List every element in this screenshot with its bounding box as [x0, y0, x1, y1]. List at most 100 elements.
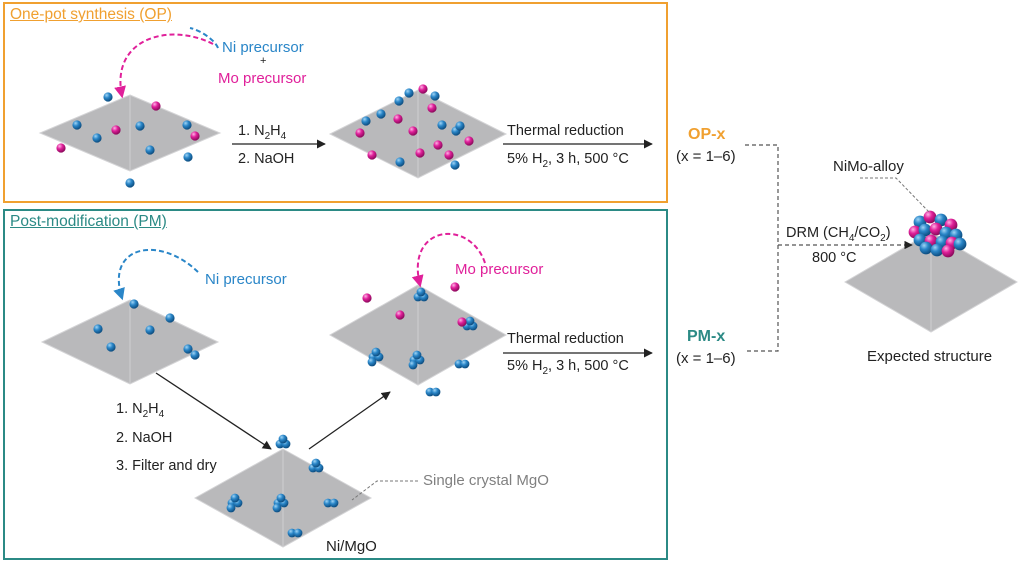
ni-particle [437, 120, 447, 130]
op-plus-sign: + [260, 55, 267, 67]
expected-structure-label: Expected structure [867, 348, 993, 365]
op-ni-precursor-label: Ni precursor [222, 39, 304, 56]
pm-mo-precursor-curved-arrow [411, 232, 486, 288]
pm-thermal-conditions: 5% H2, 3 h, 500 °C [507, 358, 629, 377]
ni-particle [395, 157, 405, 167]
single-crystal-leader [351, 480, 418, 501]
ni-particle [404, 88, 414, 98]
ni-particle [72, 120, 82, 130]
ni-particle [430, 91, 440, 101]
op-panel-title: One-pot synthesis (OP) [10, 6, 172, 23]
mo-particle [362, 293, 372, 303]
single-crystal-label: Single crystal MgO [423, 472, 549, 489]
ni-cluster-particle [412, 350, 422, 360]
ni-particle [376, 109, 386, 119]
pm-step1-label: 1. N2H4 [116, 401, 165, 420]
op-thermal-title: Thermal reduction [507, 123, 624, 139]
ni-cluster-particle [311, 458, 321, 468]
pm-step2-label: 2. NaOH [116, 430, 172, 446]
pm-down-arrow [155, 372, 272, 450]
mo-particle [427, 103, 437, 113]
ni-particle [455, 121, 465, 131]
pm-thermal-title: Thermal reduction [507, 331, 624, 347]
ni-cluster-particle [230, 493, 240, 503]
mo-particle [464, 136, 474, 146]
ni-particle [182, 120, 192, 130]
ni-cluster-particle [293, 528, 303, 538]
pm-mo-precursor-label: Mo precursor [455, 261, 544, 278]
nimo-alloy-particle [953, 237, 967, 251]
ni-particle [183, 152, 193, 162]
ni-particle [106, 342, 116, 352]
mo-particle [367, 150, 377, 160]
op-step1-label: 1. N2H4 [238, 123, 287, 142]
ni-particle [129, 299, 139, 309]
mo-particle [395, 310, 405, 320]
ni-particle [190, 350, 200, 360]
ni-cluster-particle [371, 347, 381, 357]
mo-particle [355, 128, 365, 138]
mo-particle [408, 126, 418, 136]
ni-cluster-particle [416, 287, 426, 297]
nimo-alloy-particle [919, 241, 933, 255]
ni-particle [93, 324, 103, 334]
ni-particle [145, 145, 155, 155]
op-panel-frame [3, 2, 668, 203]
ni-particle [145, 325, 155, 335]
op-thermal-conditions: 5% H2, 3 h, 500 °C [507, 151, 629, 170]
ni-particle [361, 116, 371, 126]
mo-particle [393, 114, 403, 124]
op-mo-precursor-label: Mo precursor [218, 70, 307, 87]
ni-particle [103, 92, 113, 102]
ni-particle [394, 96, 404, 106]
ni-particle [165, 313, 175, 323]
op-x-label: OP-x [688, 126, 726, 143]
ni-cluster-particle [329, 498, 339, 508]
ni-cluster-particle [272, 503, 282, 513]
pm-x-range: (x = 1–6) [676, 350, 736, 367]
mo-particle [415, 148, 425, 158]
ni-particle [92, 133, 102, 143]
mo-particle [56, 143, 66, 153]
drm-temperature: 800 °C [812, 250, 857, 266]
merge-bracket [745, 144, 779, 352]
pm-panel-title: Post-modification (PM) [10, 213, 167, 230]
op-precursor-curved-arrow-tail [189, 27, 219, 49]
drm-label: DRM (CH4/CO2) [786, 225, 891, 244]
nimo-alloy-label: NiMo-alloy [833, 158, 904, 175]
op-step2-label: 2. NaOH [238, 151, 294, 167]
pm-panel-frame [3, 209, 668, 560]
ni-cluster-particle [431, 387, 441, 397]
nimo-alloy-particle [918, 223, 932, 237]
mo-particle [450, 282, 460, 292]
pm-step3-label: 3. Filter and dry [116, 458, 217, 474]
nimo-alloy-particle [930, 243, 944, 257]
ni-particle [450, 160, 460, 170]
op-x-range: (x = 1–6) [676, 148, 736, 165]
ni-cluster-particle [465, 316, 475, 326]
pm-up-arrow [308, 391, 391, 450]
pm-ni-precursor-curved-arrow [113, 248, 199, 301]
ni-particle [125, 178, 135, 188]
mo-particle [190, 131, 200, 141]
mo-particle [444, 150, 454, 160]
ni-cluster-particle [226, 503, 236, 513]
mo-particle [151, 101, 161, 111]
nimo-alloy-particle [941, 244, 955, 258]
nimo-alloy-leader [860, 177, 931, 214]
mo-particle [111, 125, 121, 135]
mo-particle [418, 84, 428, 94]
pm-x-label: PM-x [687, 328, 726, 345]
ni-particle [135, 121, 145, 131]
ni-cluster-particle [276, 493, 286, 503]
ni-cluster-particle [278, 434, 288, 444]
ni-mgo-label: Ni/MgO [326, 538, 377, 555]
ni-cluster-particle [408, 360, 418, 370]
ni-cluster-particle [367, 357, 377, 367]
nimo-alloy-particle [923, 210, 937, 224]
ni-particle [183, 344, 193, 354]
op-precursor-curved-arrow [114, 33, 214, 99]
ni-cluster-particle [460, 359, 470, 369]
mo-particle [433, 140, 443, 150]
